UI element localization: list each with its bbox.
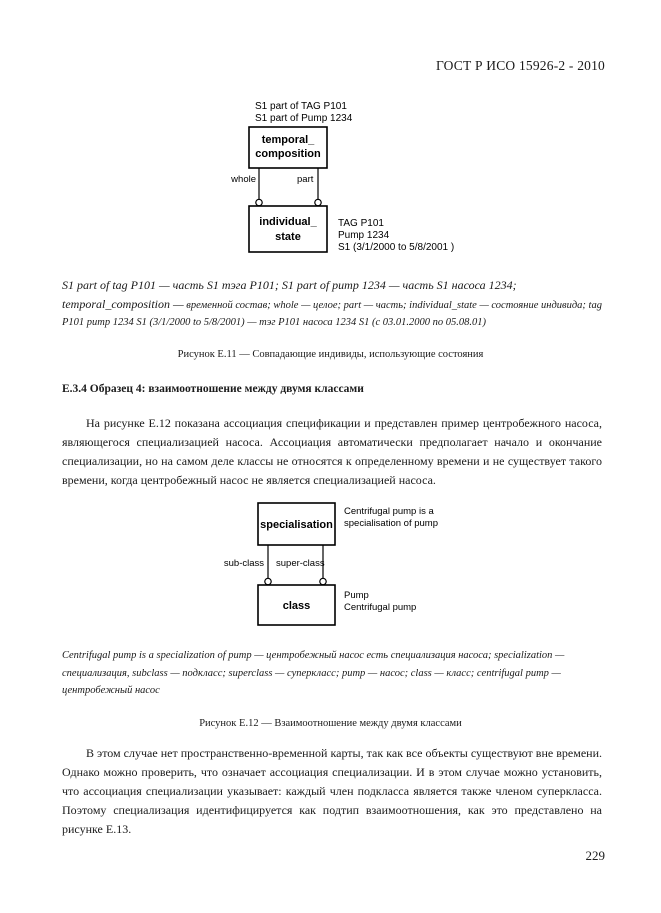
fig11-box1-line1: temporal_ xyxy=(262,134,315,146)
fig12-specialisation-box xyxy=(257,502,336,546)
fig11-box1-line2: composition xyxy=(255,148,321,160)
fig11-side-note-line2: Pump 1234 xyxy=(338,230,390,241)
paragraph-2: В этом случае нет пространственно-времен… xyxy=(62,746,602,836)
fig11-box2-line1: individual_ xyxy=(259,216,317,228)
fig12-role-sub-class: sub-class xyxy=(224,558,264,569)
fig11-temporal-composition-box xyxy=(248,126,328,169)
fig11-role-whole: whole xyxy=(230,174,256,185)
fig12-note1-line2: specialisation of pump xyxy=(344,518,438,529)
fig11-individual-state-box xyxy=(248,205,328,253)
fig11-box2-line2: state xyxy=(275,231,301,243)
fig12-note2-line2: Centrifugal pump xyxy=(344,602,416,613)
page-number: 229 xyxy=(585,848,606,863)
fig12-note2-line1: Pump xyxy=(344,590,369,601)
figure-e12-caption: Рисунок Е.12 — Взаимоотношение между дву… xyxy=(199,718,462,729)
figure-e12-legend: Centrifugal pump is a specialization of … xyxy=(62,650,565,696)
fig12-class-box xyxy=(257,584,336,626)
paragraph-1: На рисунке Е.12 показана ассоциация спец… xyxy=(62,416,602,487)
fig11-whole-end-circle xyxy=(255,198,263,207)
figure-e12: specialisation Centrifugal pump is a spe… xyxy=(224,502,438,626)
legend11-lead: S1 part of tag P101 — часть S1 тэга P101… xyxy=(62,278,517,311)
fig12-box1-label: specialisation xyxy=(260,519,333,531)
figure-e11: S1 part of TAG P101 S1 part of Pump 1234… xyxy=(230,101,454,253)
figure-e11-caption: Рисунок Е.11 — Совпадающие индивиды, исп… xyxy=(177,349,484,360)
fig11-role-part: part xyxy=(297,174,314,185)
fig12-box2-label: class xyxy=(283,600,311,612)
fig12-sub-class-end-circle xyxy=(264,577,272,586)
fig11-side-note-line1: TAG P101 xyxy=(338,218,384,229)
fig12-role-super-class: super-class xyxy=(276,558,325,569)
fig12-super-class-end-circle xyxy=(319,577,327,586)
fig11-part-end-circle xyxy=(314,198,322,207)
legend11-rest: временной состав; whole — целое; part — … xyxy=(62,299,602,329)
fig11-top-note-line1: S1 part of TAG P101 xyxy=(255,101,347,112)
fig11-side-note-line3: S1 (3/1/2000 to 5/8/2001 ) xyxy=(338,242,454,253)
page-header-standard: ГОСТ Р ИСО 15926-2 - 2010 xyxy=(435,58,605,73)
figure-e11-legend: S1 part of tag P101 — часть S1 тэга P101… xyxy=(62,277,607,332)
section-title: Е.3.4 Образец 4: взаимоотношение между д… xyxy=(62,383,364,395)
fig11-top-note-line2: S1 part of Pump 1234 xyxy=(255,113,353,124)
fig12-note1-line1: Centrifugal pump is a xyxy=(344,506,434,517)
